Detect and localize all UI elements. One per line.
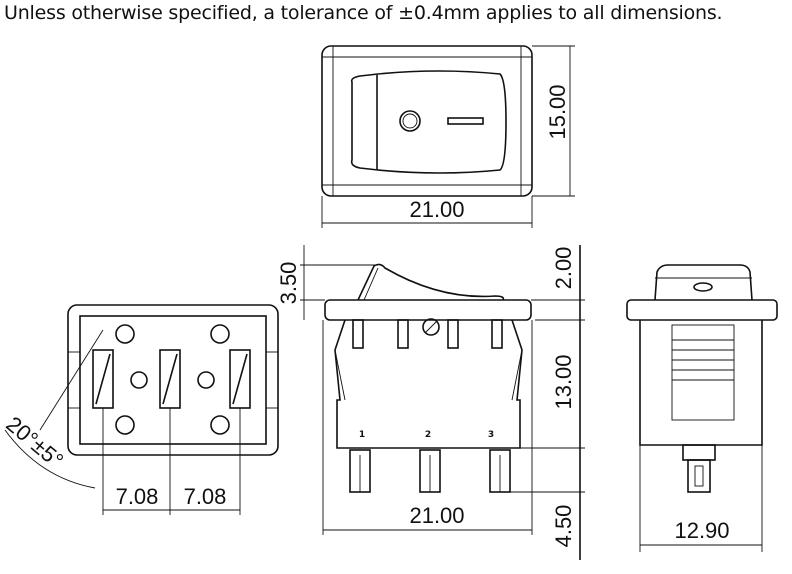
pin-label-3: 3 — [488, 430, 494, 440]
top-height-dim: 15.00 — [545, 84, 570, 139]
bottom-view: 7.08 7.08 20°±5° — [1, 304, 279, 515]
pin-label-2: 2 — [425, 430, 431, 440]
angle-dim: 20°±5° — [1, 411, 68, 473]
pitch-2-dim: 7.08 — [184, 484, 227, 509]
end-depth-dim: 12.90 — [674, 518, 729, 543]
side-width-dim: 21.00 — [409, 503, 464, 528]
tolerance-note: Unless otherwise specified, a tolerance … — [4, 2, 723, 24]
end-view: 12.90 — [626, 264, 778, 552]
top-view: 15.00 21.00 — [321, 45, 575, 228]
rocker-height-dim: 3.50 — [276, 262, 301, 305]
body-height-dim: 13.00 — [551, 354, 576, 409]
pitch-1-dim: 7.08 — [116, 484, 159, 509]
pin-length-dim: 4.50 — [551, 505, 576, 548]
top-width-dim: 21.00 — [409, 197, 464, 222]
side-view: 1 2 3 3.50 2.00 13.00 4.50 21.00 — [276, 245, 585, 560]
flange-dim: 2.00 — [551, 247, 576, 290]
pin-label-1: 1 — [359, 430, 365, 440]
